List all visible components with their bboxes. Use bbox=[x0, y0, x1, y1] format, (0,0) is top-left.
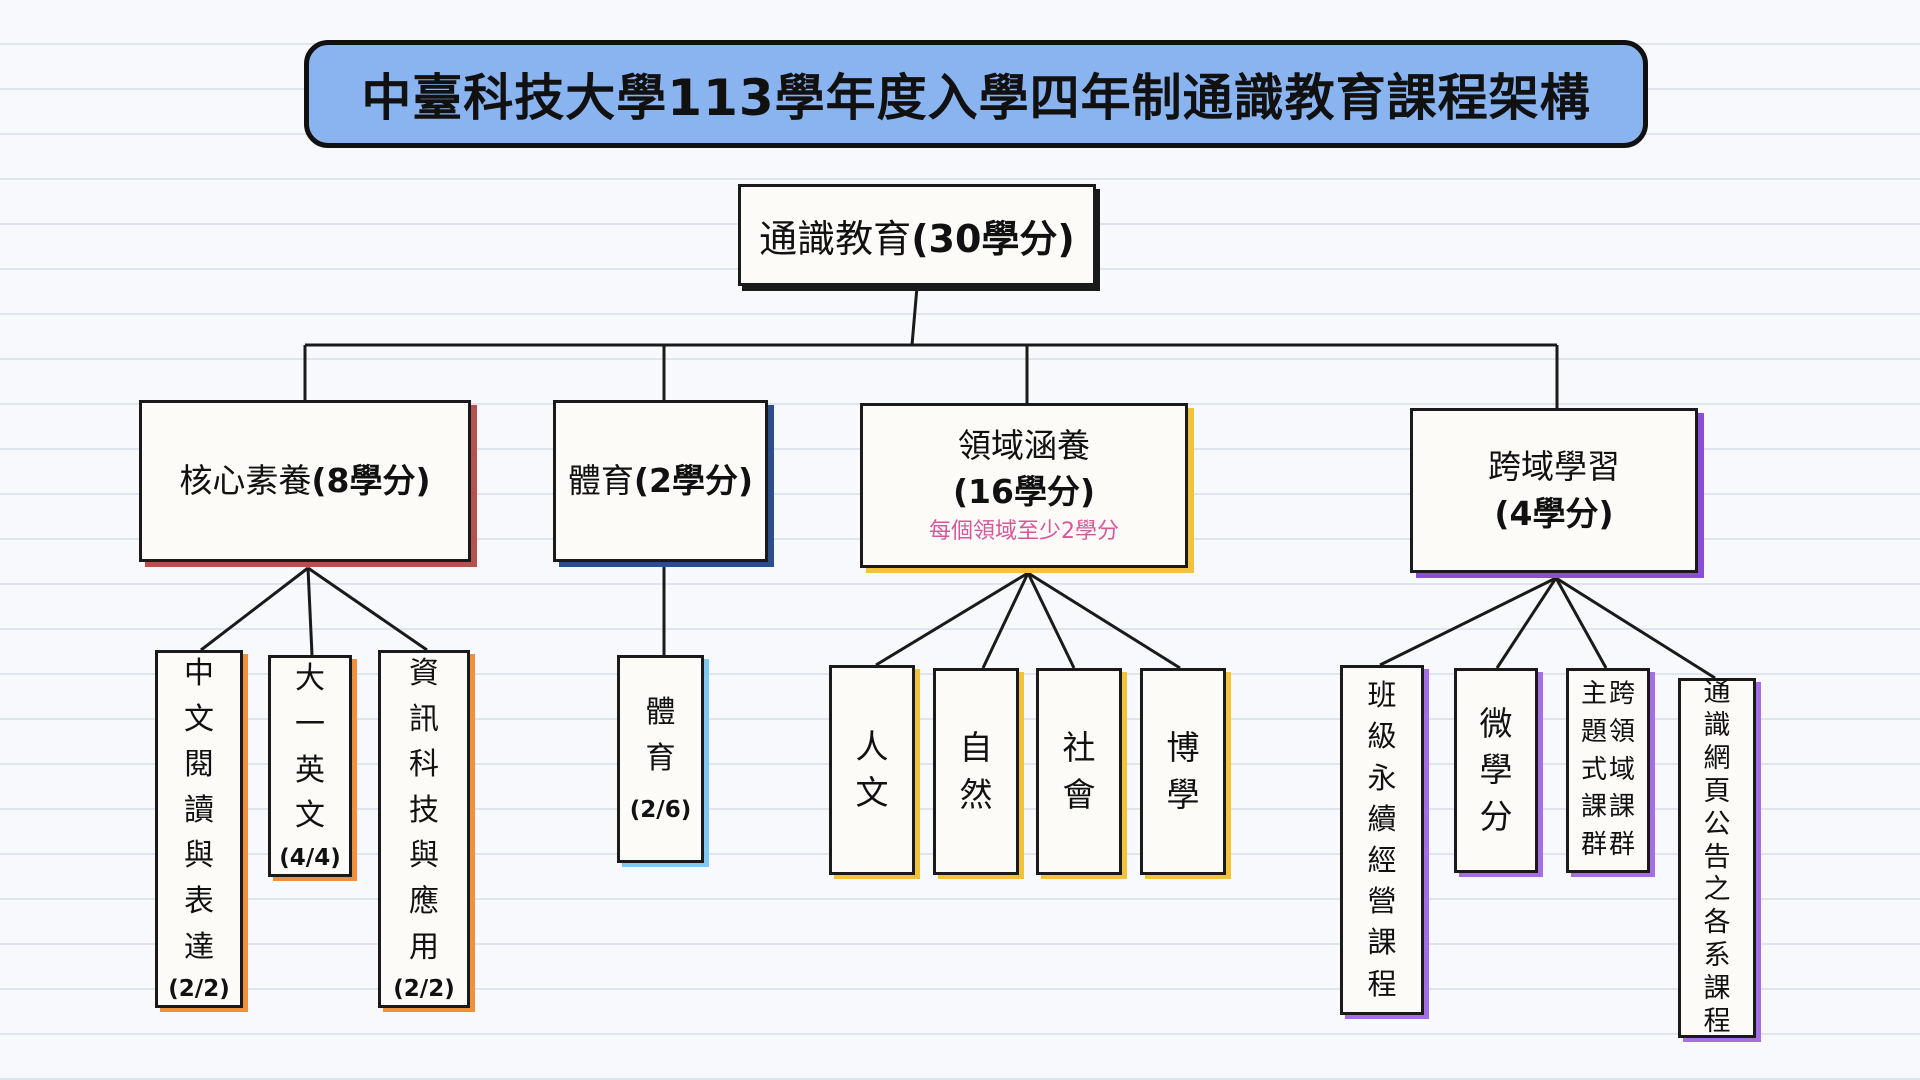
category-core: 核心素養(8學分) bbox=[139, 400, 471, 562]
cross-label: 跨域學習 bbox=[1488, 447, 1620, 487]
title-text: 中臺科技大學113學年度入學四年制通識教育課程架構 bbox=[361, 69, 1591, 127]
leaf-general-text: 博學 bbox=[1166, 728, 1200, 814]
leaf-society: 社會 bbox=[1036, 668, 1122, 875]
leaf-nature-text: 自然 bbox=[959, 728, 993, 814]
diagram-title: 中臺科技大學113學年度入學四年制通識教育課程架構 bbox=[304, 40, 1648, 148]
leaf-sustain-text: 班級永續經營課程 bbox=[1367, 678, 1397, 1001]
leaf-it-application: 資訊科技與應用 (2/2) bbox=[378, 650, 470, 1008]
leaf-humanities-text: 人文 bbox=[855, 726, 889, 812]
leaf-theme-col1: 跨領域課群 bbox=[1609, 679, 1636, 861]
leaf-freshman-english: 大一英文 (4/4) bbox=[268, 655, 352, 877]
leaf-theme-col2: 主題式課群 bbox=[1580, 679, 1607, 861]
domain-credits: (16學分) bbox=[952, 472, 1096, 512]
category-domain: 領域涵養 (16學分) 每個領域至少2學分 bbox=[860, 403, 1188, 568]
leaf-nature: 自然 bbox=[933, 668, 1019, 875]
leaf-society-text: 社會 bbox=[1062, 728, 1096, 814]
root-credits: (30學分) bbox=[911, 216, 1075, 261]
root-node: 通識教育(30學分) bbox=[738, 184, 1096, 286]
leaf-micro-text: 微學分 bbox=[1479, 704, 1513, 836]
core-credits: (8學分) bbox=[311, 460, 431, 500]
category-pe: 體育(2學分) bbox=[553, 400, 768, 562]
leaf-thematic-groups: 跨領域課群 主題式課群 bbox=[1566, 668, 1650, 873]
leaf-pe: 體育 (2/6) bbox=[617, 655, 704, 863]
leaf-pe-count: (2/6) bbox=[629, 797, 692, 824]
leaf-it-text: 資訊科技與應用 bbox=[409, 655, 439, 965]
domain-note: 每個領域至少2學分 bbox=[929, 519, 1119, 545]
leaf-it-count: (2/2) bbox=[393, 976, 455, 1003]
leaf-chinese-reading: 中文閱讀與表達 (2/2) bbox=[155, 650, 243, 1008]
leaf-micro-credits: 微學分 bbox=[1454, 668, 1538, 873]
cross-credits: (4學分) bbox=[1494, 493, 1614, 533]
leaf-announced-courses: 通識網頁公告之各系課程 bbox=[1678, 676, 1756, 1038]
leaf-general-learning: 博學 bbox=[1140, 668, 1226, 875]
leaf-chinese-count: (2/2) bbox=[168, 976, 230, 1003]
root-label: 通識教育 bbox=[759, 216, 912, 261]
leaf-class-sustainability: 班級永續經營課程 bbox=[1340, 665, 1424, 1015]
category-cross: 跨域學習 (4學分) bbox=[1410, 408, 1698, 573]
leaf-humanities: 人文 bbox=[829, 665, 915, 875]
leaf-announce-text: 通識網頁公告之各系課程 bbox=[1703, 676, 1731, 1038]
leaf-english-count: (4/4) bbox=[279, 844, 341, 871]
leaf-pe-text: 體育 bbox=[645, 694, 676, 776]
leaf-chinese-text: 中文閱讀與表達 bbox=[184, 655, 214, 965]
core-label: 核心素養 bbox=[179, 460, 312, 500]
pe-credits: (2學分) bbox=[633, 460, 754, 500]
leaf-english-text: 大一英文 bbox=[295, 661, 325, 834]
domain-label: 領域涵養 bbox=[958, 425, 1090, 465]
pe-label: 體育 bbox=[567, 460, 634, 500]
